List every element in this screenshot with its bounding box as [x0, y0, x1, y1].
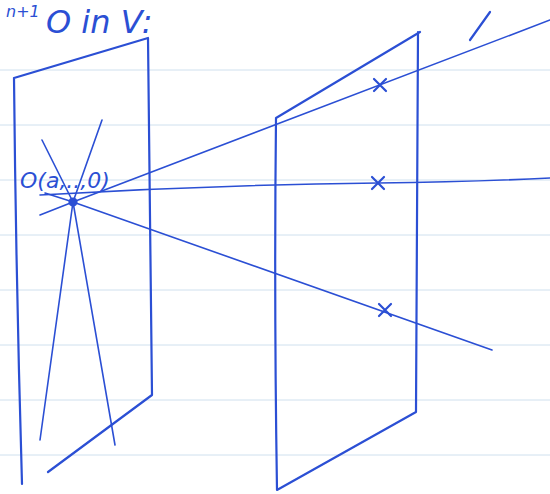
heading-note: O in V: — [46, 6, 153, 38]
cross-mark — [374, 79, 386, 91]
line-in-plane — [40, 120, 102, 440]
projection-line — [45, 193, 492, 350]
cross-mark — [379, 304, 391, 316]
left-plane — [14, 38, 152, 484]
projection-line — [40, 20, 550, 215]
right-plane — [275, 32, 420, 490]
cross-mark — [372, 177, 384, 189]
stroke — [470, 12, 490, 40]
point-label: O(a,..,0) — [20, 170, 110, 192]
superscript: n+1 — [6, 4, 40, 20]
projection-line — [40, 178, 550, 195]
point-o — [70, 199, 77, 206]
